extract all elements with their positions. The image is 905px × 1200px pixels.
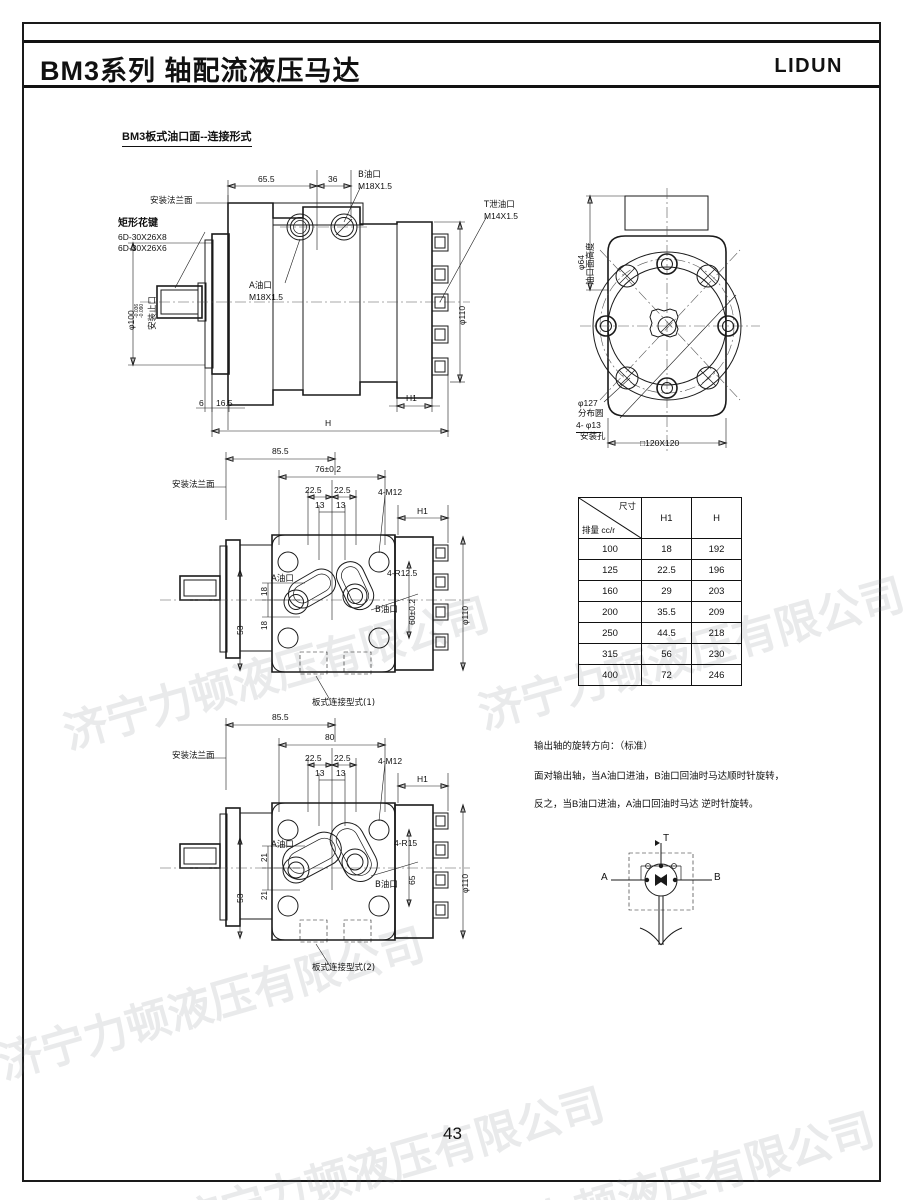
table-corner-bottom-label: 排量 cc/r <box>582 525 616 535</box>
dim-4-m12-bot: 4-M12 <box>378 756 403 766</box>
cell-displacement: 400 <box>578 664 642 686</box>
page-title: BM3系列 轴配流液压马达 <box>40 56 361 86</box>
label-port-t-top: T泄油口 <box>484 200 515 210</box>
label-mount-holes-note: 安装孔 <box>580 432 606 442</box>
table-col-h: H <box>691 497 742 539</box>
dim-22-5-b-mid: 22.5 <box>334 485 351 495</box>
dim-36: 36 <box>328 174 338 184</box>
label-spline-2: 6D-30X26X6 <box>118 243 167 253</box>
table-header-row: 尺寸 排量 cc/r H1 H <box>578 497 742 539</box>
symbol-port-t-label: T <box>663 833 670 844</box>
dim-13-b-bot: 13 <box>336 768 346 778</box>
label-port-b-mid: B油口 <box>375 605 398 615</box>
label-flange-face-top: 安装法兰面 <box>150 196 193 206</box>
rotation-note-cw: 面对输出轴，当A油口进油，B油口回油时马达顺时针旋转， <box>534 771 785 782</box>
label-port-a-thread-top: M18X1.5 <box>249 292 284 302</box>
table-corner-top-label: 尺寸 <box>618 501 636 511</box>
dim-h-top: H <box>325 418 332 428</box>
dim-85-5-mid: 85.5 <box>272 446 289 456</box>
diagonal-divider <box>578 497 642 539</box>
label-port-a-top: A油口 <box>249 281 272 291</box>
dim-22-5-a-bot: 22.5 <box>305 753 322 763</box>
dim-13-a-bot: 13 <box>315 768 325 778</box>
label-pcd-note: 分布圆 <box>578 409 604 419</box>
dim-22-5-b-bot: 22.5 <box>334 753 351 763</box>
caption-plate-type-2: 板式连接型式(2) <box>312 963 376 973</box>
page-border <box>22 22 881 1182</box>
caption-plate-type-1: 板式连接型式(1) <box>312 698 376 708</box>
brand-logo: LIDUN <box>774 55 843 77</box>
dim-13-a-mid: 13 <box>315 500 325 510</box>
label-flange-face-mid: 安装法兰面 <box>172 480 215 490</box>
dim-13-b-mid: 13 <box>336 500 346 510</box>
label-spline-1: 6D-30X26X8 <box>118 232 167 242</box>
label-port-b-bot: B油口 <box>375 880 398 890</box>
dim-h1-bot: H1 <box>417 774 428 784</box>
cell-h: 246 <box>691 664 742 686</box>
table-col-h1: H1 <box>641 497 692 539</box>
dim-22-5-a-mid: 22.5 <box>305 485 322 495</box>
dim-4-r15-bot: 4-R15 <box>394 838 418 848</box>
label-spline-title: 矩形花键 <box>118 218 158 229</box>
label-port-a-mid: A油口 <box>271 574 294 584</box>
symbol-port-b-label: B <box>714 872 721 883</box>
section-title: BM3板式油口面--连接形式 <box>122 128 252 147</box>
label-port-a-bot: A油口 <box>271 840 294 850</box>
dim-pcd-127: φ127 <box>578 398 598 408</box>
label-port-t-thread-top: M14X1.5 <box>484 211 519 221</box>
label-flange-face-bot: 安装法兰面 <box>172 751 215 761</box>
page-header: BM3系列 轴配流液压马达 LIDUN <box>24 40 879 88</box>
page-number: 43 <box>443 1124 462 1143</box>
table-corner-cell: 尺寸 排量 cc/r <box>578 497 642 539</box>
dim-6: 6 <box>199 398 204 408</box>
dim-65-5: 65.5 <box>258 174 275 184</box>
dim-80-bot: 80 <box>325 732 335 742</box>
rotation-note-title: 输出轴的旋转方向：（标准） <box>534 741 653 752</box>
dim-85-5-bot: 85.5 <box>272 712 289 722</box>
dim-h1-mid: H1 <box>417 506 428 516</box>
dim-76-mid: 76±0.2 <box>315 464 341 474</box>
dim-mount-holes: 4- φ13 <box>576 420 601 433</box>
rotation-note-ccw: 反之，当B油口进油，A油口回油时马达 逆时针旋转。 <box>534 799 759 810</box>
dim-4-m12-mid: 4-M12 <box>378 487 403 497</box>
dim-16-5: 16.5 <box>216 398 233 408</box>
dim-4-r12-5-mid: 4-R12.5 <box>387 568 418 578</box>
dim-h1-top: H1 <box>406 393 417 403</box>
label-port-b-thread-top: M18X1.5 <box>358 181 393 191</box>
symbol-port-a-label: A <box>601 872 608 883</box>
label-port-b-top: B油口 <box>358 170 381 180</box>
dim-square-120: □120X120 <box>640 438 680 448</box>
